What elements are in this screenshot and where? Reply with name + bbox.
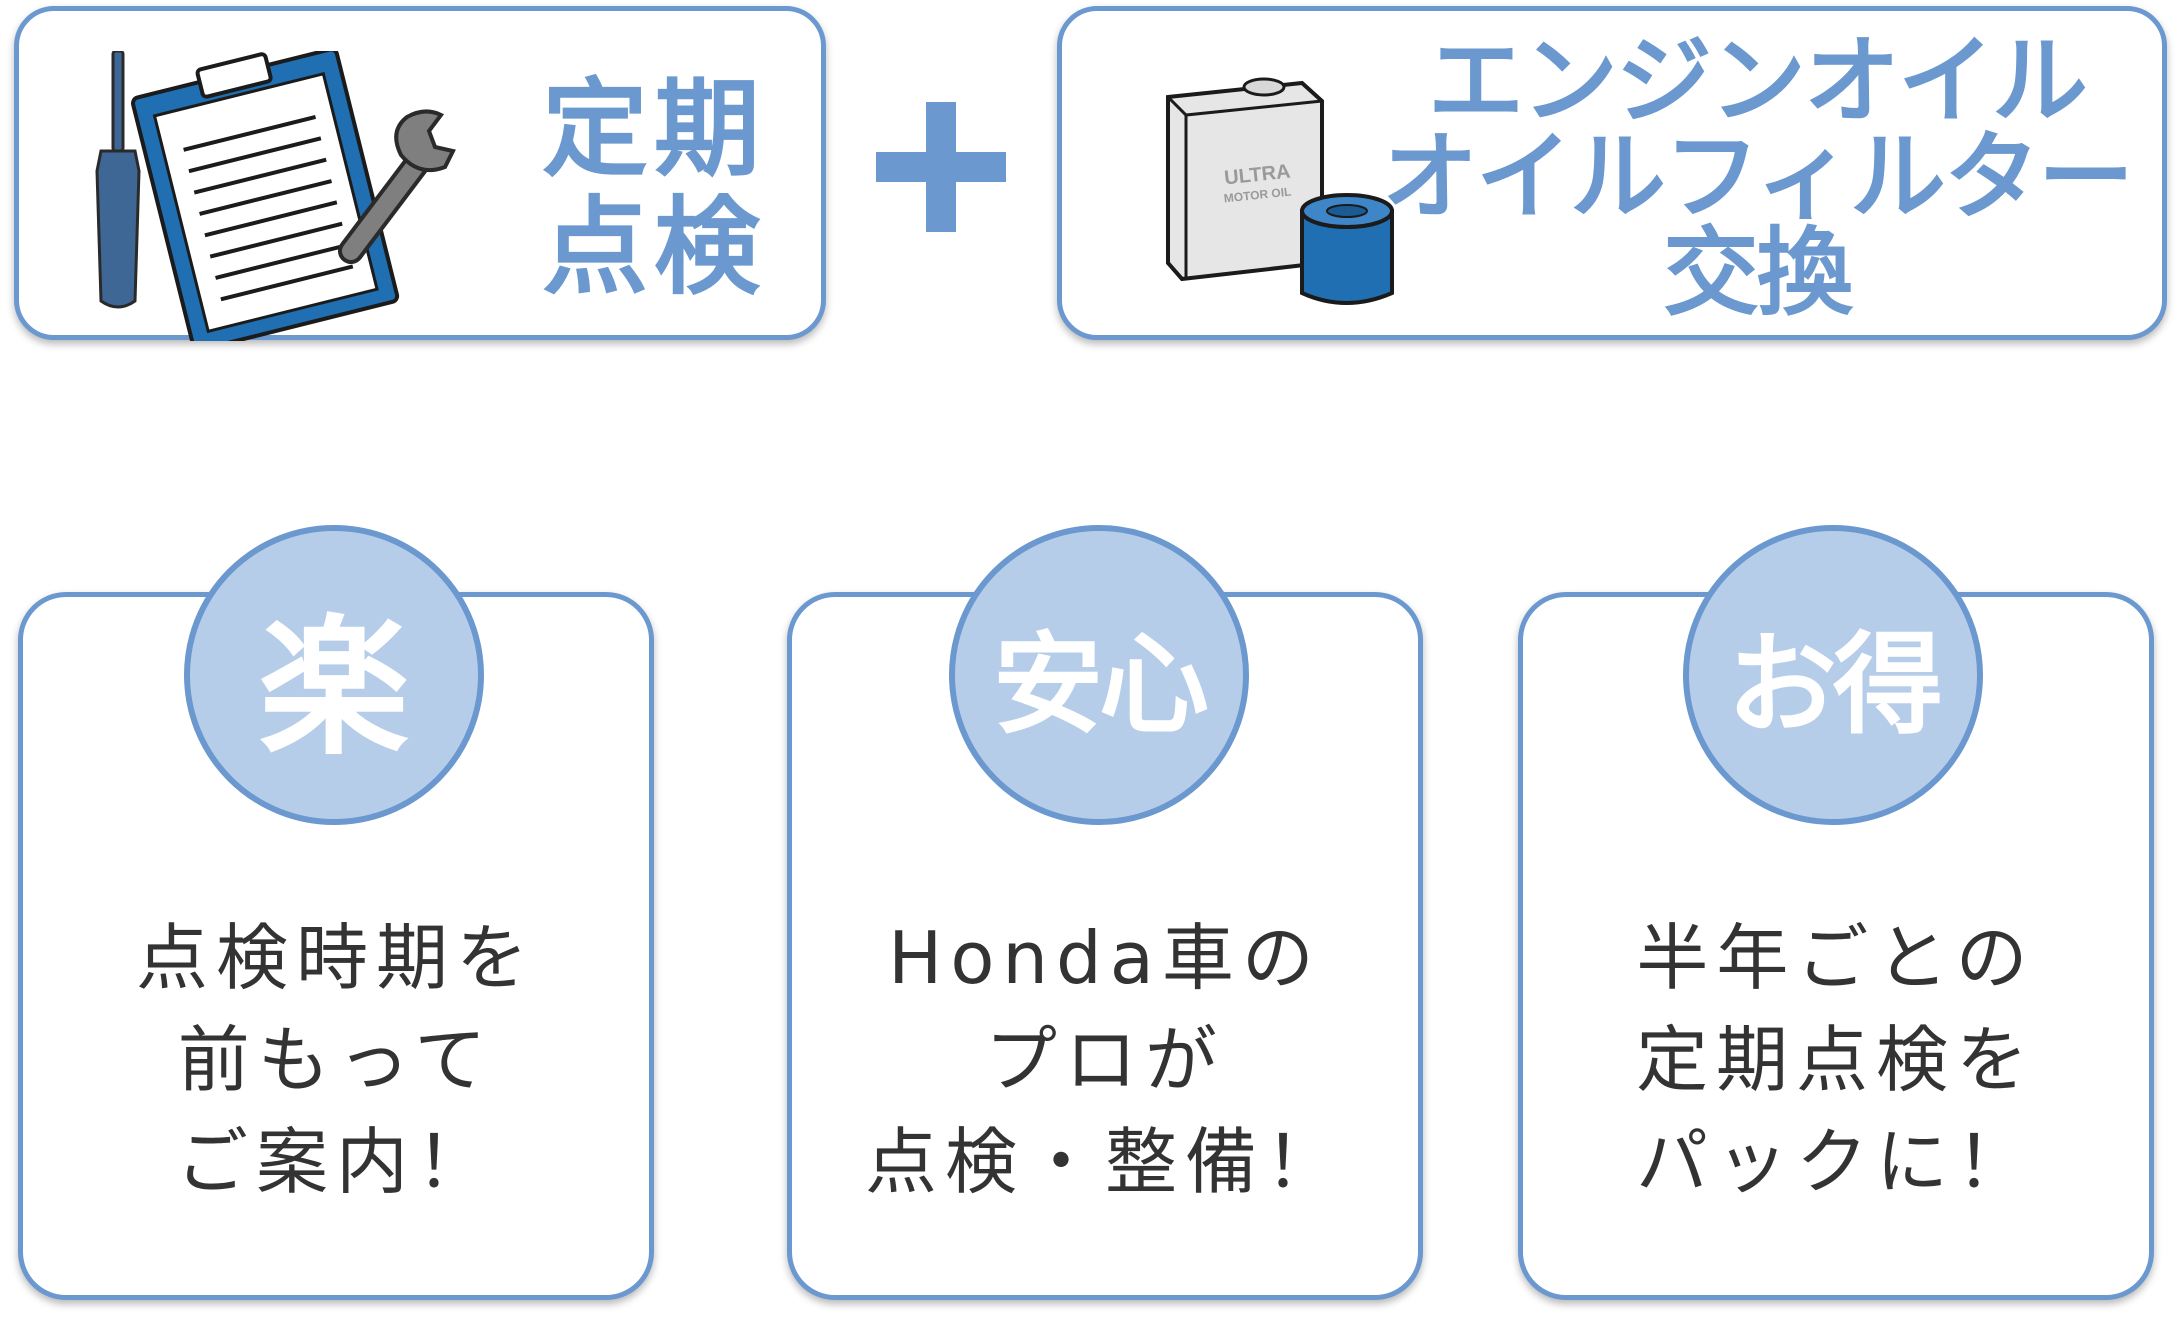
plus-icon [876,102,1006,232]
feature-badge-easy: 楽 [184,525,484,825]
screwdriver-icon [95,51,141,309]
feature-card-text: 点検時期を 前もって ご案内！ [135,916,536,1204]
inspection-title: 定期 点検 [542,68,766,309]
oil-change-title: エンジンオイル オイルフィルター 交換 [1381,25,2134,329]
wrench-icon [338,109,456,264]
feature-card-text: Honda車の プロが 点検・整備！ [864,916,1345,1204]
inspection-illustration [95,51,456,341]
oil-can-icon: ULTRA MOTOR OIL [1166,77,1324,282]
oil-illustration: ULTRA MOTOR OIL [1166,77,1394,305]
feature-badge-value: お得 [1683,525,1983,825]
periodic-inspection-panel: 定期 点検 [14,6,826,341]
feature-card-text: 半年ごとの 定期点検を パックに！ [1635,916,2036,1204]
clipboard-icon [131,51,400,341]
oil-filter-icon [1300,193,1394,305]
feature-badge-peace-of-mind: 安心 [949,525,1249,825]
oil-change-panel: ULTRA MOTOR OIL エンジンオイル オイルフィルター 交換 [1057,6,2167,340]
